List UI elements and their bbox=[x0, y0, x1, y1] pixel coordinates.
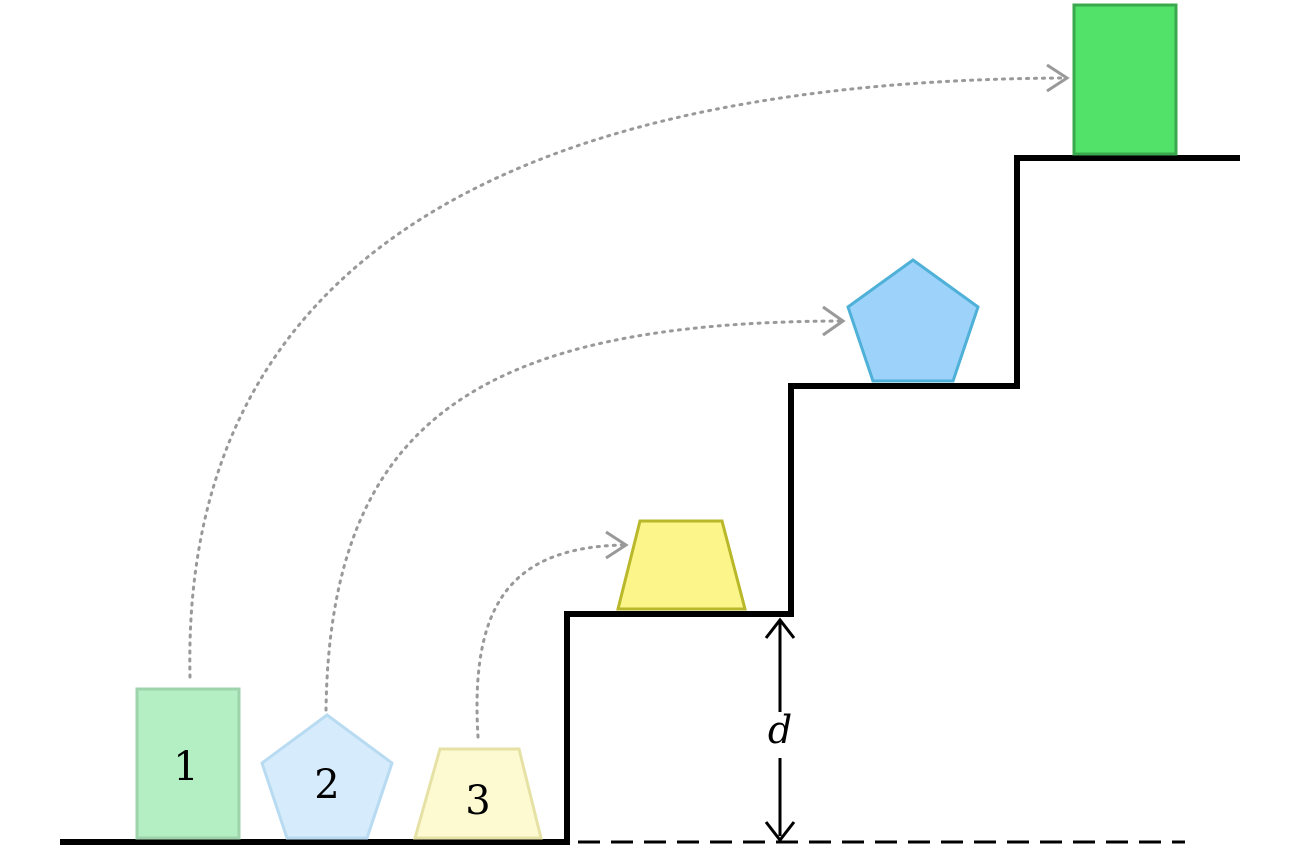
trajectory-arc-1-arrowhead bbox=[1046, 63, 1070, 93]
shape-1-rectangle-faded bbox=[135, 687, 241, 840]
shape-3-label: 3 bbox=[465, 778, 490, 824]
step-height-arrowhead-top bbox=[764, 617, 796, 639]
shape-1-label: 1 bbox=[173, 744, 198, 790]
step-height-label: d bbox=[768, 708, 792, 752]
rectangle-on-step-3 bbox=[1072, 3, 1178, 156]
trajectory-arc-1 bbox=[188, 76, 1068, 679]
pentagon-on-step-2 bbox=[846, 258, 980, 383]
step-height-arrowhead-bottom bbox=[764, 821, 796, 843]
shape-2-label: 2 bbox=[314, 762, 339, 808]
shape-3-trapezoid-faded bbox=[413, 747, 543, 840]
trapezoid-on-step-1 bbox=[616, 519, 747, 611]
trajectory-arc-3-arrowhead bbox=[605, 530, 629, 560]
staircase bbox=[60, 155, 1240, 845]
trajectory-arc-3 bbox=[475, 543, 624, 739]
trajectory-arc-2 bbox=[324, 319, 844, 712]
shape-2-pentagon-faded bbox=[260, 713, 394, 840]
trajectory-arc-2-arrowhead bbox=[822, 305, 846, 337]
